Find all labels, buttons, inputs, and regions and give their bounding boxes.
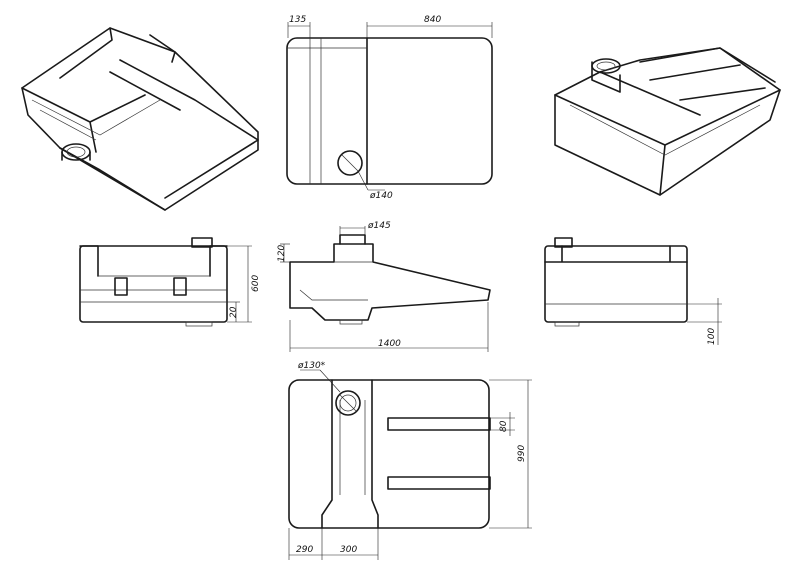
right-view: [544, 237, 722, 345]
side-view: [280, 226, 491, 352]
bottom-view: [288, 369, 532, 560]
dim-top-right-width: 840: [424, 15, 441, 25]
dim-top-left-width: 135: [289, 15, 306, 25]
dim-bottom-slot-width: 80: [499, 420, 509, 432]
dim-bottom-hole-diameter: ø130*: [297, 361, 326, 371]
dim-bottom-channel-width: 300: [340, 545, 357, 555]
dim-front-bottom-offset: 20: [229, 306, 239, 318]
dim-right-bottom-offset: 100: [707, 328, 717, 345]
dim-side-length: 1400: [378, 339, 401, 349]
top-view: [286, 22, 493, 191]
dim-side-neck-height: 120: [277, 245, 287, 262]
isometric-view-right: [554, 47, 781, 196]
dim-front-height: 600: [251, 275, 261, 292]
dim-bottom-left-width: 290: [296, 545, 313, 555]
front-view: [79, 237, 252, 327]
dim-top-hole-diameter: ø140: [369, 191, 393, 201]
dim-bottom-depth: 990: [517, 445, 527, 462]
dim-side-neck-diameter: ø145: [367, 221, 391, 231]
isometric-view-left: [21, 27, 259, 211]
